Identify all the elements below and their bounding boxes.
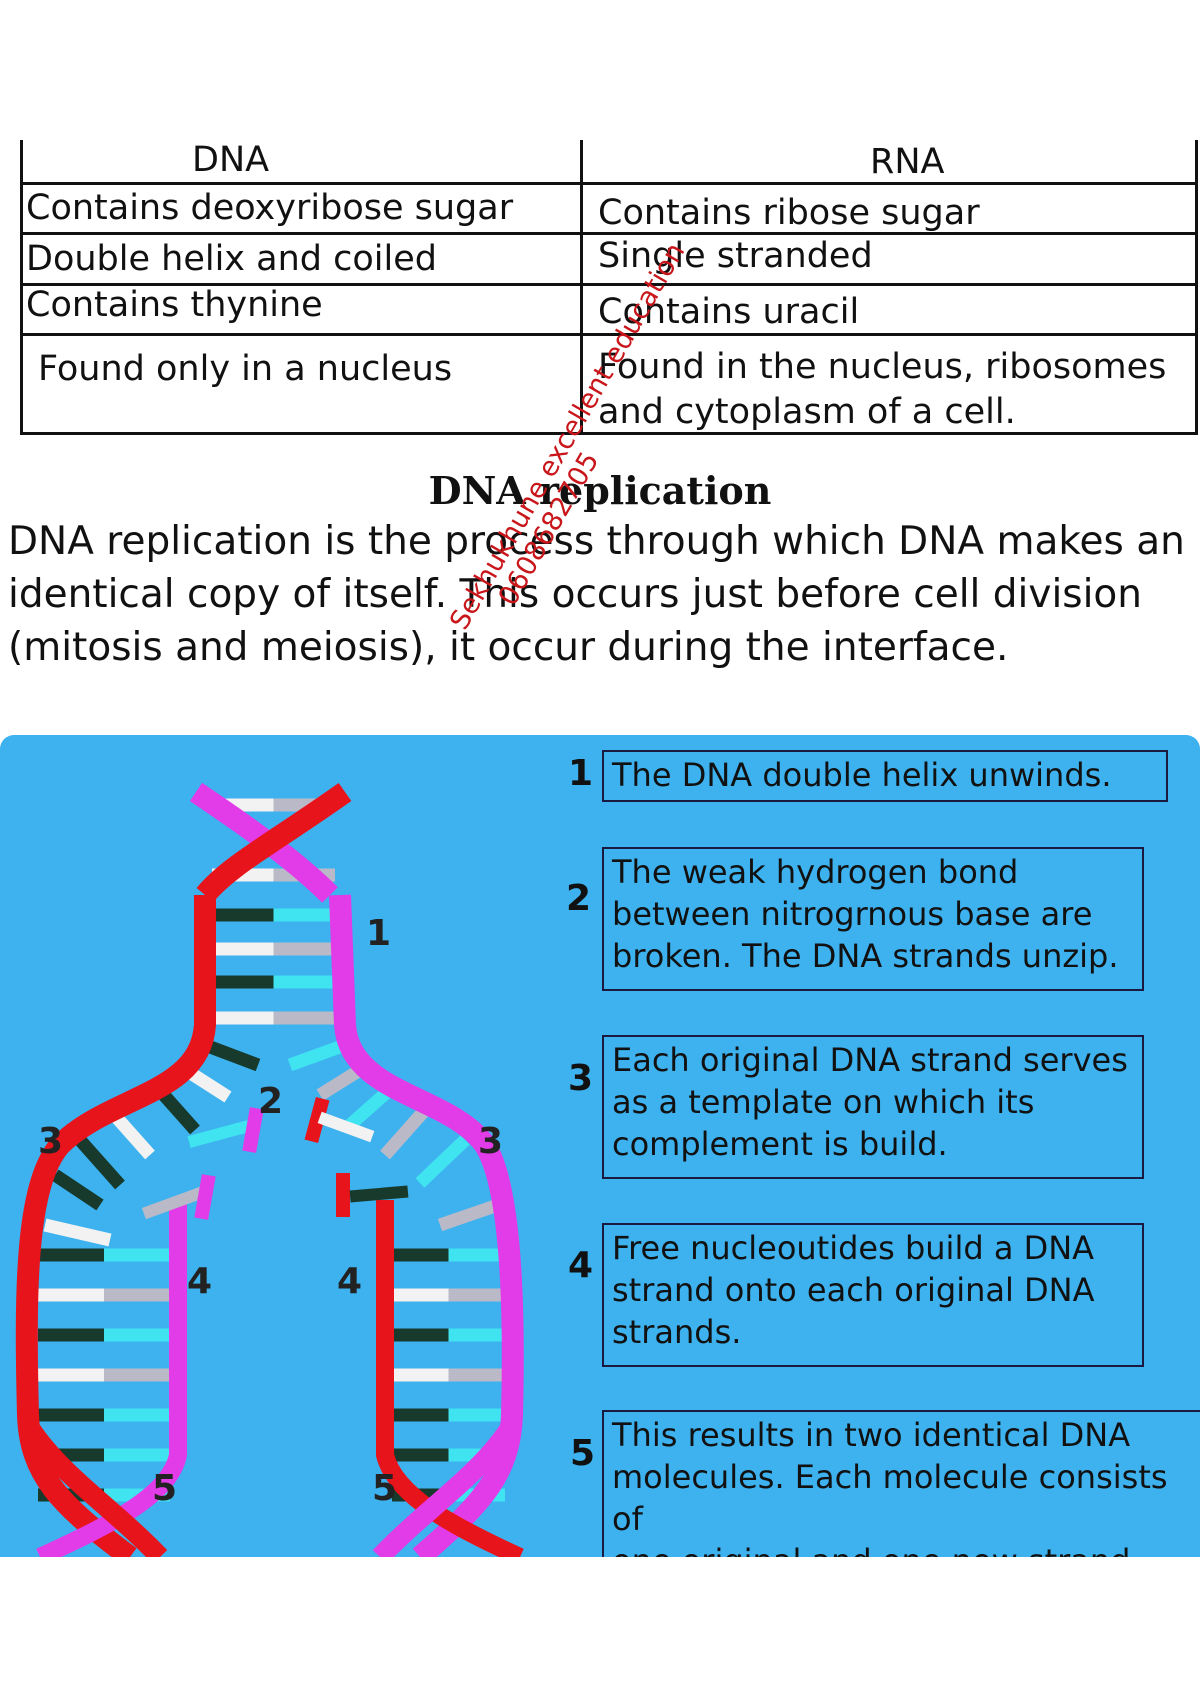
step-line: strands. (612, 1313, 742, 1351)
intro-line: identical copy of itself. This occurs ju… (8, 572, 1143, 617)
base-segment (43, 1218, 112, 1247)
table-cell: Double helix and coiled (26, 239, 437, 279)
red-original-strand-left (15, 895, 216, 1557)
intro-paragraph: DNA replication is the process through w… (8, 515, 1188, 674)
diagram-label-5-right: 5 (372, 1468, 397, 1509)
step-number: 5 (570, 1433, 596, 1474)
step-line: broken. The DNA strands unzip. (612, 937, 1119, 975)
diagram-label-2: 2 (258, 1081, 283, 1122)
table-divider (580, 140, 583, 434)
step-number: 3 (568, 1058, 594, 1099)
step-line: as a template on which its (612, 1083, 1035, 1121)
base-pairs (38, 798, 505, 1502)
table-cell: Contains thynine (26, 285, 323, 325)
pink-strand-bottom (372, 1419, 521, 1557)
table-cell: Found in the nucleus, ribosomes (598, 347, 1167, 387)
step-line: complement is build. (612, 1125, 948, 1163)
section-heading: DNA replication (428, 468, 772, 513)
step-2-box: The weak hydrogen bond between nitrogrno… (602, 847, 1144, 991)
step-5-box: This results in two identical DNA molecu… (602, 1410, 1200, 1557)
intro-line: DNA replication is the process through w… (8, 519, 1185, 564)
step-line: Free nucleoutides build a DNA (612, 1229, 1095, 1267)
table-cell: Contains ribose sugar (598, 193, 980, 233)
step-line: one original and one new strand. (612, 1540, 1192, 1557)
step-number: 4 (568, 1245, 594, 1286)
table-rule (20, 283, 1198, 286)
step-line: The weak hydrogen bond (612, 853, 1019, 891)
step-1-box: The DNA double helix unwinds. (602, 750, 1168, 802)
table-header-rna: RNA (870, 142, 945, 182)
step-4-box: Free nucleoutides build a DNA strand ont… (602, 1223, 1144, 1367)
diagram-label-5-left: 5 (152, 1468, 177, 1509)
table-cell: and cytoplasm of a cell. (598, 392, 1016, 432)
step-number: 2 (566, 878, 592, 919)
step-line: This results in two identical DNA (612, 1416, 1131, 1454)
diagram-label-3-left: 3 (38, 1121, 63, 1162)
base-segment (415, 1135, 470, 1188)
dna-replication-panel: 1 2 3 3 4 4 5 5 1 The DNA double helix u… (0, 735, 1200, 1557)
step-line: strand onto each original DNA (612, 1271, 1095, 1309)
diagram-label-1: 1 (366, 913, 391, 954)
new-pink-strand (36, 1200, 187, 1557)
base-segment (51, 1169, 104, 1211)
table-rule (20, 232, 1198, 235)
table-cell: Single stranded (598, 236, 873, 276)
step-number: 1 (568, 753, 594, 794)
step-3-box: Each original DNA strand serves as a tem… (602, 1035, 1144, 1179)
base-segment (202, 1038, 261, 1072)
red-strand-bottom (19, 1419, 168, 1557)
base-segment (287, 1038, 348, 1072)
table-rule (20, 182, 1198, 185)
dna-rna-comparison-table: DNA RNA Contains deoxyribose sugar Conta… (20, 140, 1198, 435)
free-nucleotides (141, 1096, 409, 1220)
table-rule (20, 432, 1198, 435)
step-line: The DNA double helix unwinds. (612, 756, 1112, 794)
table-border-right (1195, 140, 1198, 434)
table-cell: Contains deoxyribose sugar (26, 188, 514, 228)
table-border-left (20, 140, 23, 434)
table-header-dna: DNA (192, 140, 270, 180)
step-line: between nitrogrnous base are (612, 895, 1093, 933)
table-rule (20, 333, 1198, 336)
table-cell: Contains uracil (598, 292, 860, 332)
diagram-label-3-right: 3 (478, 1121, 503, 1162)
red-strand-top (196, 783, 352, 903)
table-cell: Found only in a nucleus (38, 349, 453, 389)
step-line: molecules. Each molecule consists of (612, 1458, 1168, 1538)
step-line: Each original DNA strand serves (612, 1041, 1128, 1079)
diagram-label-4-left: 4 (187, 1261, 212, 1302)
base-segment (437, 1198, 501, 1232)
pink-original-strand-right (329, 894, 524, 1557)
diagram-label-4-right: 4 (337, 1261, 362, 1302)
base-segment (380, 1105, 430, 1160)
base-segment (75, 1135, 125, 1190)
intro-line: (mitosis and meiosis), it occur during t… (8, 625, 1009, 670)
dna-replication-diagram: 1 2 3 3 4 4 5 5 (15, 782, 524, 1557)
